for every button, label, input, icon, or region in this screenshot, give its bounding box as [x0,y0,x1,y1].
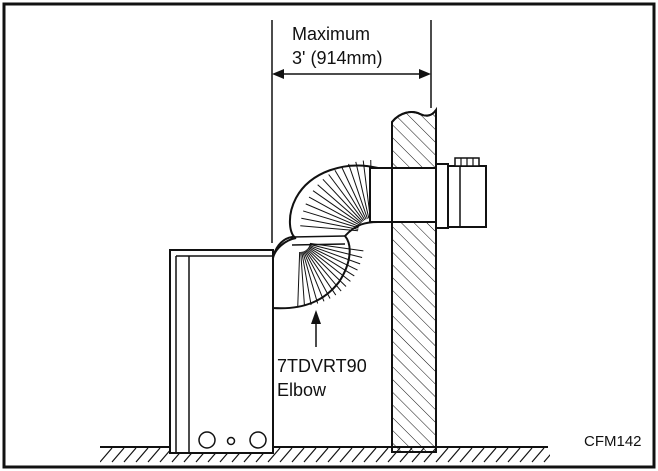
control-knob-left [198,431,216,449]
dimension-label-line1: Maximum [292,24,370,44]
vent-pipe [369,167,439,223]
vent-elbow [271,160,379,310]
elbow-callout-arrow [311,310,321,347]
appliance-cabinet [169,249,274,454]
elbow-label-line1: 7TDVRT90 [277,356,367,376]
elbow-label-line2: Elbow [277,380,327,400]
dimension-label-line2: 3' (914mm) [292,48,382,68]
control-knob-middle [226,436,236,446]
control-knob-right [249,431,267,449]
wall [391,106,437,453]
figure-code: CFM142 [584,433,642,450]
vent-termination-cap [435,157,487,229]
max-length-dimension [271,20,432,243]
